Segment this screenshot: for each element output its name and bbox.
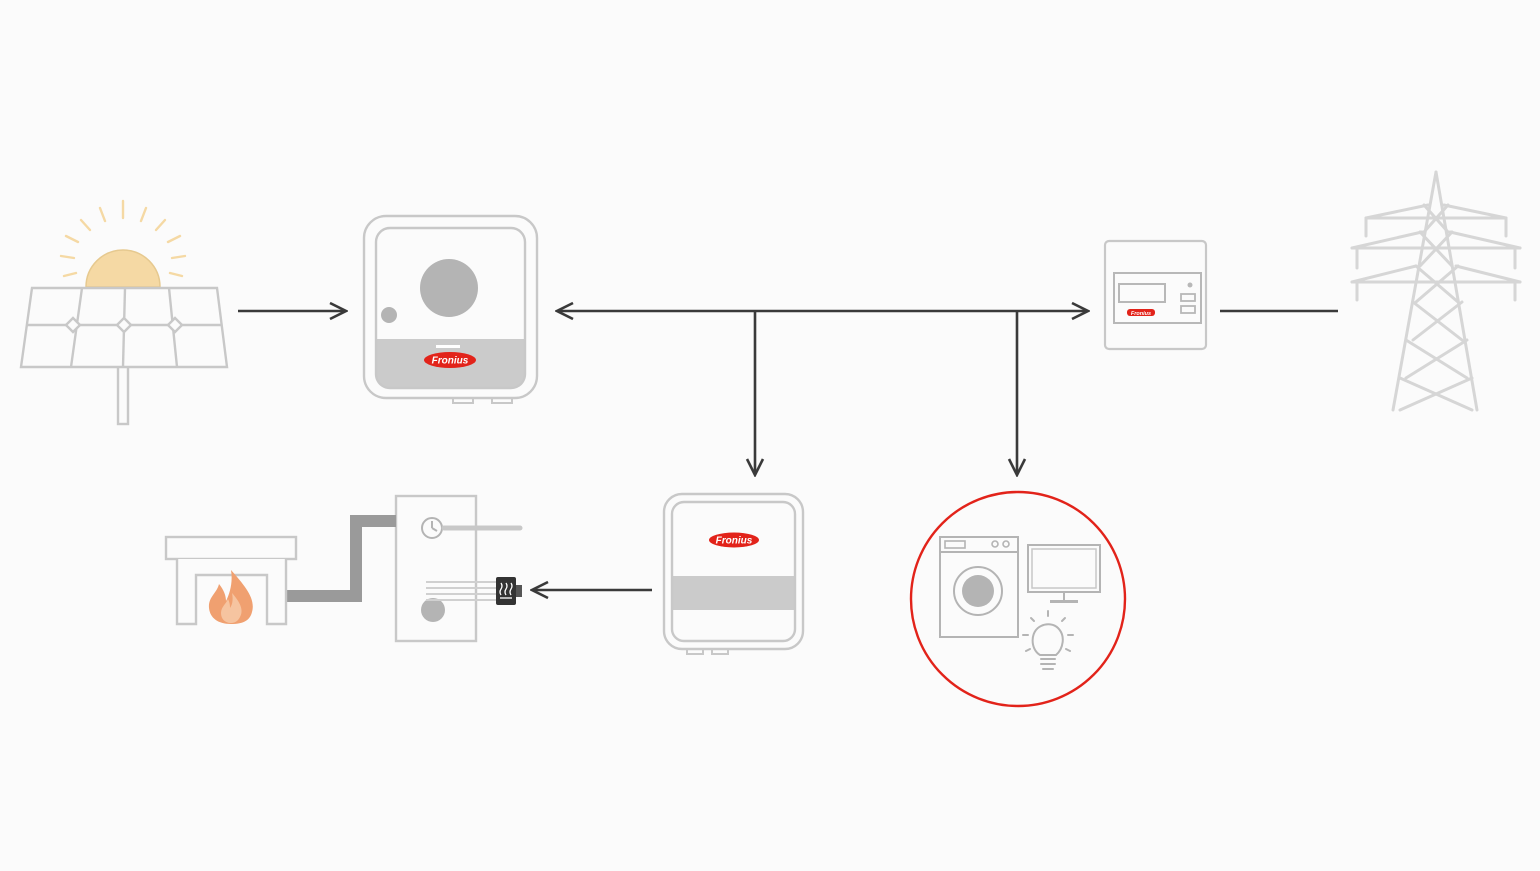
- solar-panel-icon: [19, 286, 229, 426]
- heating-controller-icon: Fronius: [662, 492, 805, 655]
- washing-machine-icon: [939, 536, 1019, 638]
- sun-icon: [59, 199, 187, 278]
- svg-text:Fronius: Fronius: [716, 536, 753, 547]
- svg-text:Fronius: Fronius: [432, 356, 469, 367]
- fronius-logo: Fronius: [424, 352, 476, 368]
- fronius-logo: Fronius: [1127, 309, 1155, 317]
- heating-pipe: [285, 515, 396, 602]
- svg-text:Fronius: Fronius: [1131, 311, 1151, 317]
- heating-element-icon: [496, 577, 522, 605]
- monitor-icon: [1027, 544, 1101, 603]
- water-heater-icon: [394, 494, 523, 643]
- solar-panel-with-sun-icon: [19, 199, 229, 426]
- fireplace-icon: [164, 535, 298, 626]
- connection-lines: [238, 311, 1338, 590]
- fronius-logo: Fronius: [709, 532, 759, 548]
- household-appliances-icon: [909, 490, 1127, 708]
- flame-icon: [208, 570, 253, 624]
- light-bulb-icon: [1022, 610, 1074, 670]
- smart-meter-icon: Fronius: [1103, 239, 1208, 351]
- power-pylon-icon: [1350, 170, 1522, 412]
- inverter-icon: Fronius: [362, 214, 539, 404]
